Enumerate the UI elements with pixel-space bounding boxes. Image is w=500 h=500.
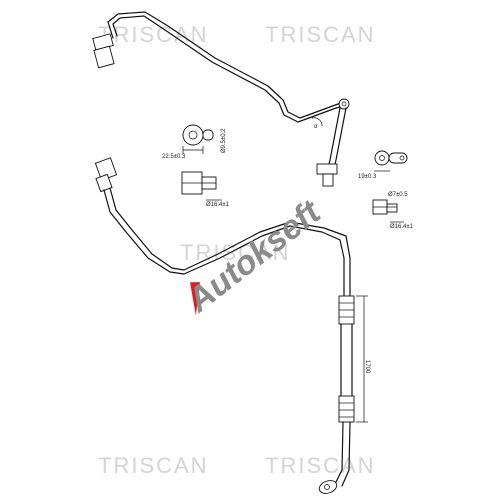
upper-end-fitting — [316, 163, 338, 175]
upper-width-dim: 22.5±0.3 — [162, 154, 186, 160]
upper-end-nut — [322, 173, 334, 187]
watermark-bottom-right: TRISCAN — [265, 453, 376, 478]
watermark-middle: TRISCAN — [180, 240, 291, 265]
upper-right-banjo — [338, 98, 350, 110]
lower-end-eye — [318, 480, 338, 494]
hose-length-dim: 1700 — [364, 360, 370, 374]
upper-hole-dim: Ø9.5±0.2 — [221, 128, 227, 153]
upper-left-fitting-body — [93, 45, 115, 69]
lower-pipe: 1700 — [94, 157, 370, 494]
lower-top-fitting — [94, 157, 118, 181]
upper-bore-dim: Ø16.4±1 — [206, 202, 230, 208]
watermark-bottom-left: TRISCAN — [98, 453, 209, 478]
upper-banjo-detail: 22.5±0.3 Ø9.5±0.2 Ø16.4±1 — [162, 124, 230, 208]
upper-pipe: α — [92, 11, 350, 187]
angle-label: α — [314, 124, 318, 130]
right-banjo-detail: 19±0.3 Ø7±0.5 Ø16.4±1 — [358, 150, 414, 230]
watermark-top-right: TRISCAN — [265, 22, 376, 47]
logo-accent-mark — [190, 282, 201, 316]
right-hole-dim: Ø7±0.5 — [388, 192, 408, 198]
right-width-dim: 19±0.3 — [358, 174, 377, 180]
watermark-top-left: TRISCAN — [98, 22, 209, 47]
right-bore-dim: Ø16.4±1 — [390, 224, 414, 230]
hose-lower-sleeve — [338, 395, 355, 423]
